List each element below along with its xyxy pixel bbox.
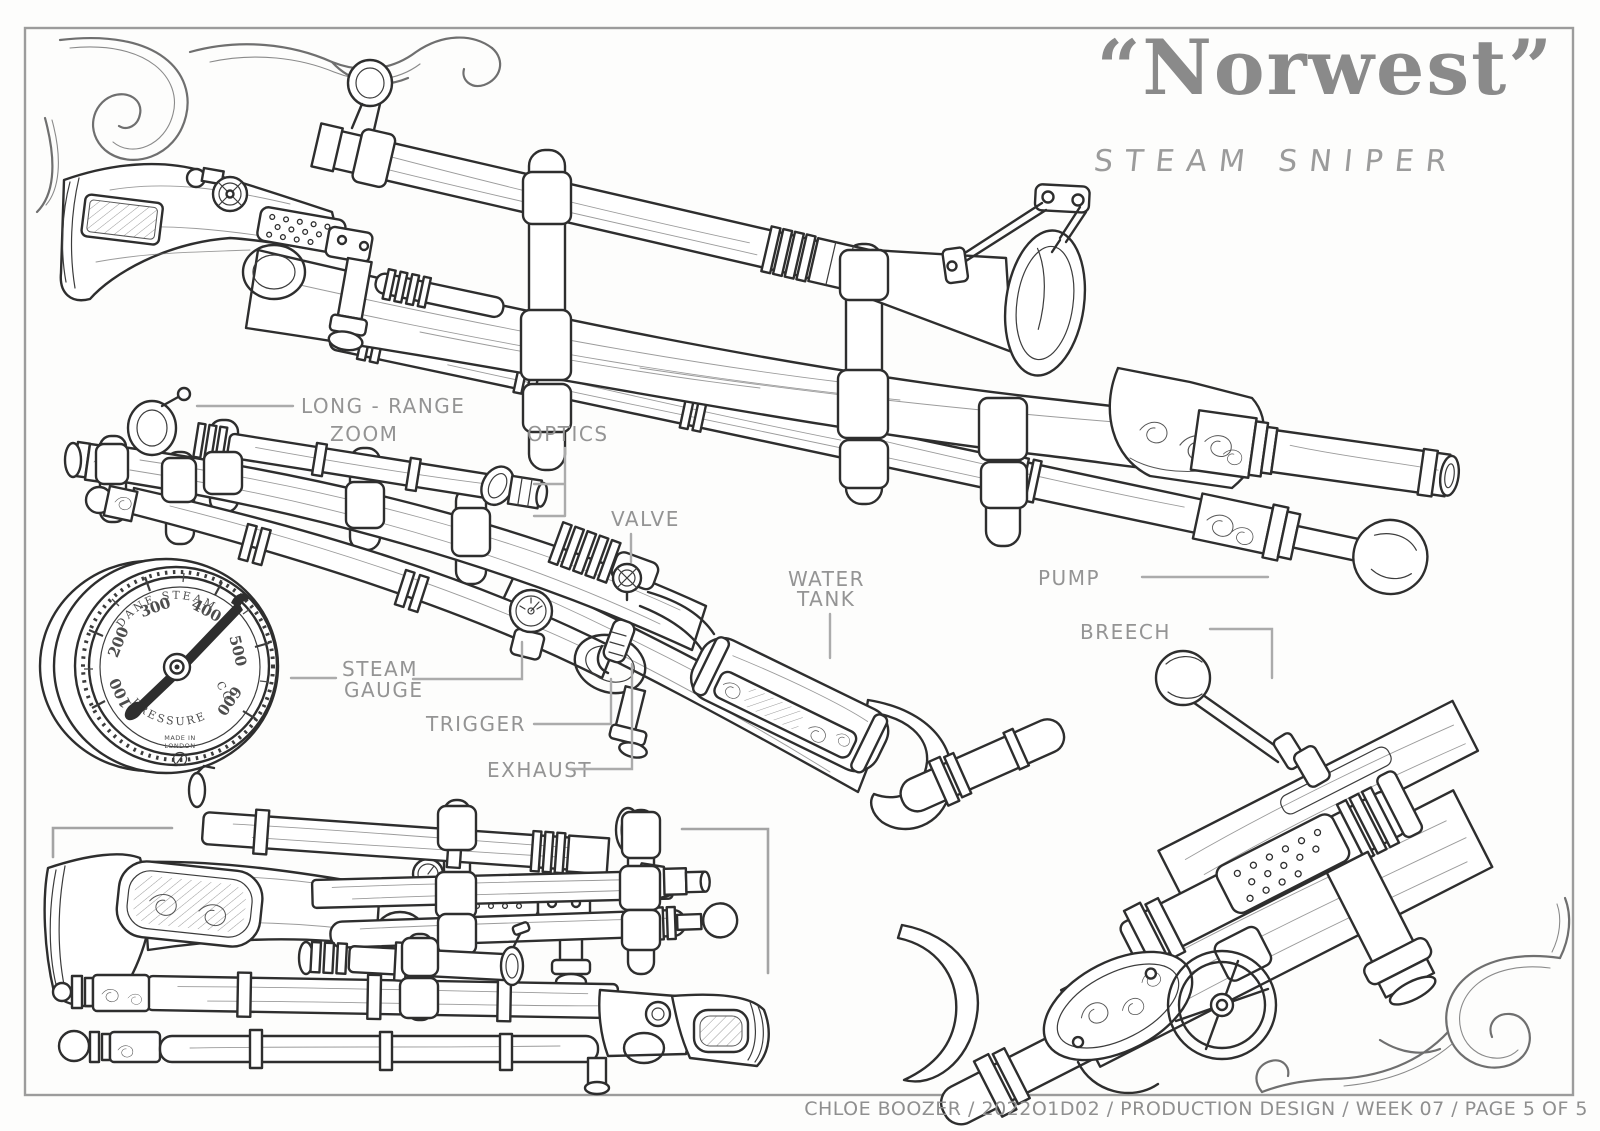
mid-steam-gauge bbox=[508, 588, 554, 661]
water-tank bbox=[689, 636, 890, 774]
pressure-gauge-detail: 100 200 300 400 500 600 DANE STEAM CO. P… bbox=[38, 557, 280, 775]
receiver-cluster bbox=[185, 166, 505, 319]
scope-front-clamp bbox=[351, 128, 397, 189]
eyepiece-ring bbox=[1003, 229, 1087, 377]
sheet-subtitle: STEAM SNIPER bbox=[1091, 144, 1460, 179]
profileB-stock bbox=[583, 988, 770, 1096]
mid-scope-flip-cap bbox=[126, 399, 178, 457]
closeup-side-pipe bbox=[899, 718, 1066, 813]
profileB-muzzle-knob bbox=[51, 981, 73, 1003]
main-stock bbox=[59, 162, 505, 352]
mid-steam-pipes bbox=[638, 590, 716, 652]
gauge-origin-line2: LONDON bbox=[164, 742, 195, 750]
breech-closeup-illustration bbox=[896, 649, 1494, 1126]
callout-optics: OPTICS bbox=[527, 422, 609, 446]
main-rifle-illustration bbox=[59, 58, 1461, 596]
gauge-ticks bbox=[84, 572, 270, 720]
profile-rifle-top bbox=[43, 764, 739, 1008]
gauge-origin-line1: MADE IN bbox=[164, 734, 196, 742]
mid-trigger-blade bbox=[596, 644, 610, 675]
zoom-linkage bbox=[941, 183, 1091, 285]
callout-long-range-zoom: LONG - RANGE bbox=[301, 394, 465, 418]
section-bracket-left bbox=[51, 826, 174, 859]
scope-flip-cap bbox=[346, 58, 394, 108]
callout-trigger: TRIGGER bbox=[425, 712, 526, 736]
closeup-bolt-handle bbox=[1154, 649, 1331, 788]
closeup-trigger-curl bbox=[1076, 1060, 1160, 1095]
profile-rifle-bottom bbox=[51, 921, 770, 1096]
labeled-rifle-illustration bbox=[63, 386, 954, 831]
callout-breech: BREECH bbox=[1080, 620, 1171, 644]
section-bracket-right bbox=[680, 827, 770, 975]
profileB-barrel bbox=[146, 971, 620, 1023]
mid-bellows bbox=[547, 521, 660, 591]
main-trigger-guard bbox=[241, 243, 307, 301]
pump-ball-knob bbox=[1352, 518, 1429, 596]
mid-valve-wheel bbox=[611, 562, 643, 602]
profileA-engraved-panel bbox=[115, 860, 264, 948]
hanger-strap-collars bbox=[519, 170, 1029, 510]
credit-line: CHLOE BOOZER / 2022O1D02 / PRODUCTION DE… bbox=[804, 1098, 1588, 1120]
callout-water-tank: WATER bbox=[788, 567, 865, 591]
closeup-valve-wheel bbox=[1166, 925, 1278, 1061]
ornament-bottom-right bbox=[1255, 896, 1571, 1094]
sheet-title: “Norwest” bbox=[1096, 23, 1554, 112]
closeup-lockplate bbox=[1042, 950, 1194, 1062]
page-border bbox=[23, 26, 1575, 1097]
mid-exhaust bbox=[602, 618, 648, 759]
callout-layer: LONG - RANGE ZOOM OPTICS VALVE WATER TAN… bbox=[195, 394, 1274, 782]
callout-long-range-zoom-line2: ZOOM bbox=[330, 422, 398, 446]
callout-water-tank-line2: TANK bbox=[796, 587, 855, 611]
closeup-bolt-ball bbox=[1154, 649, 1212, 707]
eyepiece-cone bbox=[866, 248, 1014, 354]
callout-steam-gauge-line2: GAUGE bbox=[344, 678, 423, 702]
profileA-scope bbox=[187, 764, 642, 876]
callout-steam-gauge: STEAM bbox=[342, 657, 418, 681]
stock-engraved-panel bbox=[80, 193, 164, 246]
receiver-bellows-pipe bbox=[374, 267, 505, 319]
mid-scope bbox=[126, 386, 549, 510]
profileA-pump-ball bbox=[701, 902, 739, 939]
main-down-valve bbox=[327, 256, 373, 352]
muzzle-assembly bbox=[1189, 409, 1461, 498]
profileB-pump bbox=[57, 1028, 600, 1072]
closeup-perforated-jacket bbox=[1215, 813, 1351, 915]
mid-pump-tube bbox=[84, 484, 616, 680]
gauge-needle bbox=[124, 593, 251, 721]
callout-pump: PUMP bbox=[1038, 566, 1100, 590]
closeup-butt-hook bbox=[896, 923, 980, 1083]
mid-strap-collars bbox=[94, 442, 492, 558]
callout-valve: VALVE bbox=[611, 507, 680, 531]
